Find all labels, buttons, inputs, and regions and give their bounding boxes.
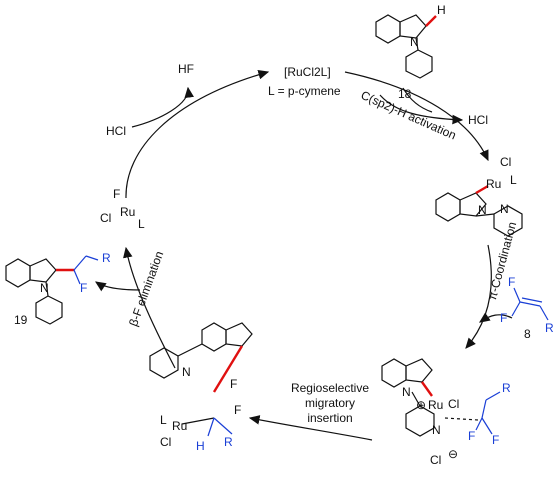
hf-label: HF <box>178 62 194 76</box>
arrow-insertion <box>248 415 373 441</box>
insertion-label-3: insertion <box>307 411 352 425</box>
cl-atom: Cl <box>100 211 111 225</box>
f-atom: F <box>230 377 237 391</box>
beta-f-elimination-label: β-F elimination <box>126 249 166 328</box>
n-atom: N <box>402 385 411 399</box>
f-atom: F <box>468 429 475 443</box>
n-atom-2: N <box>500 202 509 216</box>
arrow-product-out <box>95 281 141 292</box>
compound-18-label: 18 <box>398 87 412 101</box>
ruthenium-fluoride-species: F Cl Ru L <box>100 187 145 231</box>
n-atom: N <box>410 35 419 49</box>
ru-atom: Ru <box>486 177 501 191</box>
compound-18-structure: N H 18 <box>375 3 446 101</box>
arrow-hcl-out <box>379 94 464 125</box>
plus-charge: ⊕ <box>416 398 426 412</box>
insertion-label-1: Regioselective <box>291 381 369 395</box>
arrow-ch-activation <box>344 71 489 162</box>
cl-atom: Cl <box>160 435 171 449</box>
ru-atom: Ru <box>428 398 443 412</box>
r-group: R <box>545 321 554 335</box>
arrow-hf-out <box>131 86 194 128</box>
n-atom: N <box>182 365 191 379</box>
r-group: R <box>502 381 511 395</box>
f-atom-2: F <box>234 403 241 417</box>
insertion-intermediate: N F F L Ru Cl H R <box>149 322 253 453</box>
f-atom-2: F <box>492 433 499 447</box>
hcl-in-label: HCl <box>106 124 126 138</box>
minus-charge: ⊖ <box>448 447 458 461</box>
f-atom: F <box>508 275 515 289</box>
ru-atom: Ru <box>172 419 187 433</box>
h-atom: H <box>437 3 446 17</box>
arrow-regeneration <box>125 70 270 199</box>
compound-8-alkene: F F R 8 <box>500 275 554 341</box>
chloride-counterion: Cl <box>430 453 441 467</box>
l-atom: L <box>510 173 517 187</box>
arrow-pi-coordination <box>465 244 492 349</box>
f-atom-2: F <box>500 311 507 325</box>
ruthenacycle-intermediate: N Ru Cl L N <box>435 155 523 237</box>
r-group: R <box>102 251 111 265</box>
n-atom-2: N <box>432 423 441 437</box>
compound-8-label: 8 <box>524 327 531 341</box>
cycle-arrows <box>95 70 513 441</box>
ru-atom: Ru <box>120 205 135 219</box>
l-atom: L <box>138 217 145 231</box>
cl-atom: Cl <box>500 155 511 169</box>
pi-complex-intermediate: N ⊕ Ru Cl N R F F Cl ⊖ <box>381 358 511 467</box>
cl-atom: Cl <box>448 397 459 411</box>
arrow-18-in <box>402 87 433 113</box>
compound-19-structure: N R F 19 <box>5 251 111 327</box>
h-atom: H <box>196 439 205 453</box>
f-atom: F <box>113 187 120 201</box>
n-atom: N <box>40 281 49 295</box>
catalyst-formula: [RuCl2L] <box>284 65 331 79</box>
insertion-label-2: migratory <box>305 396 355 410</box>
compound-19-label: 19 <box>14 313 28 327</box>
f-atom: F <box>80 281 87 295</box>
arrow-8-in <box>479 312 513 323</box>
arrow-beta-f-elimination <box>123 246 176 369</box>
ligand-definition: L = p-cymene <box>268 84 341 98</box>
l-atom: L <box>160 413 167 427</box>
hcl-out-label: HCl <box>468 113 488 127</box>
n-atom: N <box>478 203 487 217</box>
r-group: R <box>224 435 233 449</box>
